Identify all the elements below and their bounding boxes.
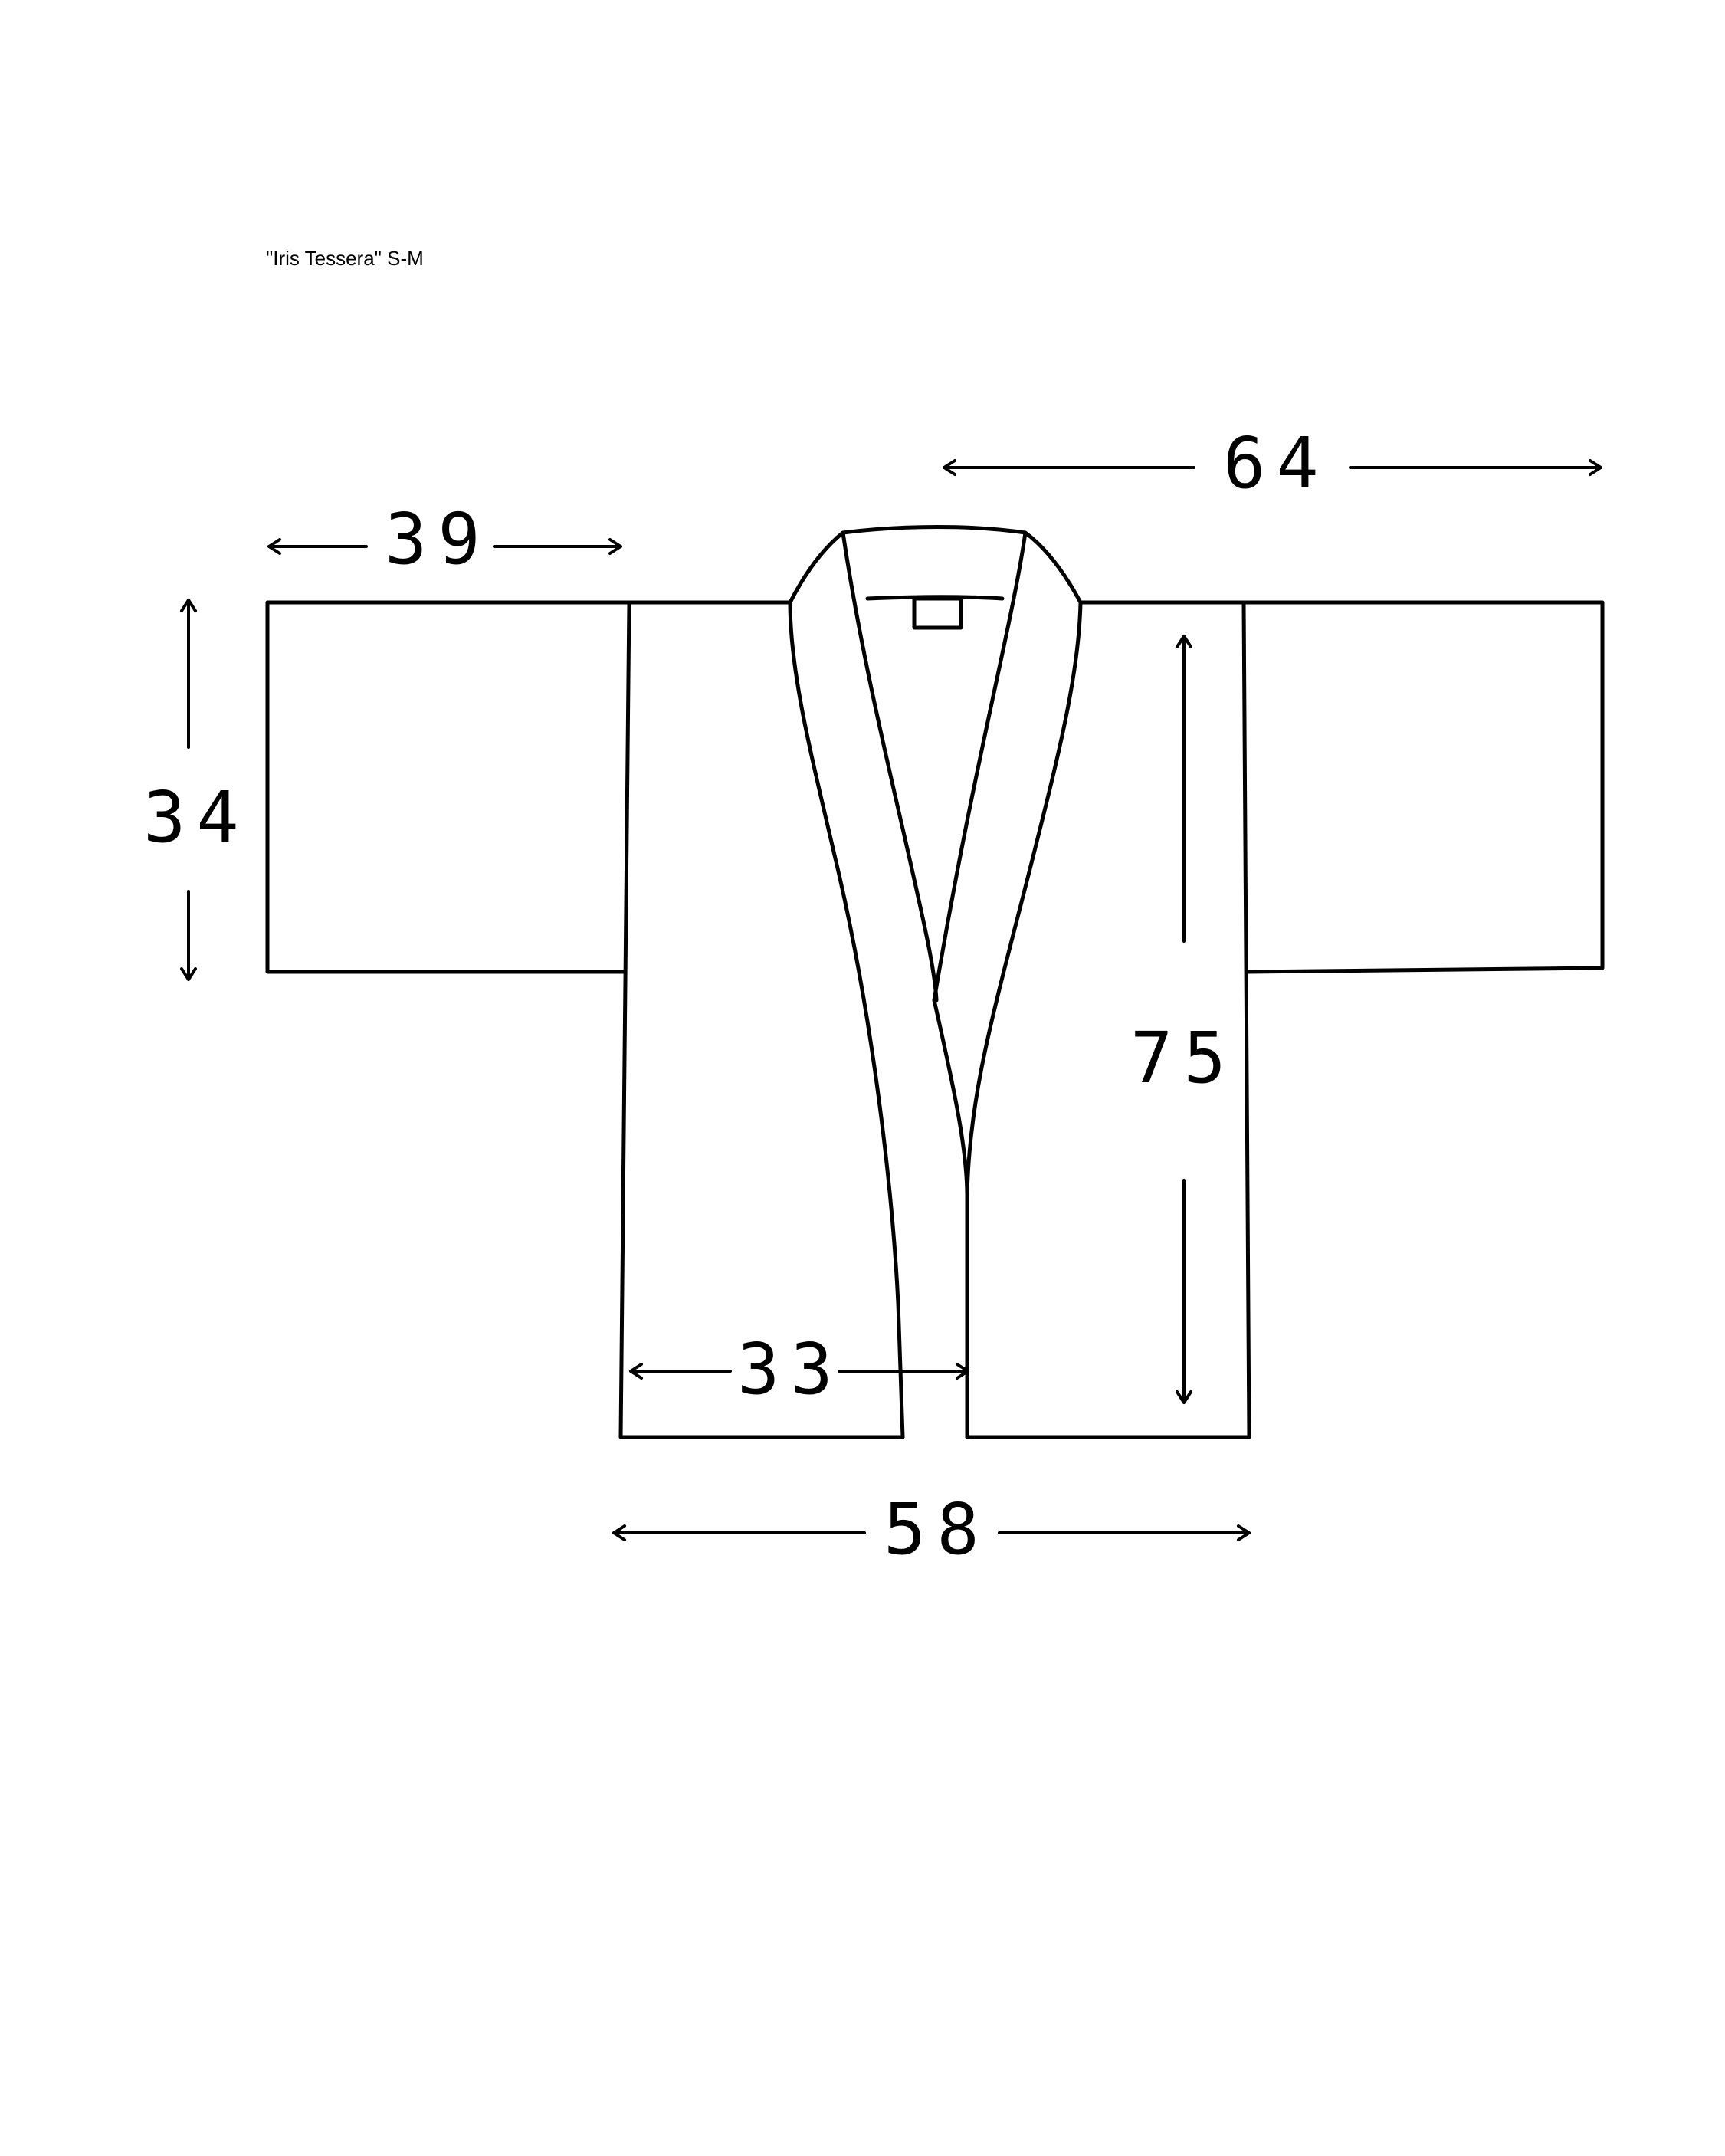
collar-band-right bbox=[932, 530, 1028, 1003]
front-overlap bbox=[932, 998, 969, 1198]
diagram-title: "Iris Tessera" S-M bbox=[266, 247, 424, 270]
collar-band-left-inner bbox=[841, 530, 939, 1003]
arrow-line bbox=[943, 459, 1195, 476]
dimension-front-panel-width: 33 bbox=[629, 1328, 969, 1410]
arrow-line bbox=[180, 890, 197, 981]
dimension-body-width: 58 bbox=[612, 1488, 1251, 1570]
measurement-body-width: 58 bbox=[884, 1488, 990, 1570]
right-sleeve bbox=[1241, 600, 1605, 974]
measurement-sleeve-length: 39 bbox=[385, 498, 491, 580]
measurement-front-panel-width: 33 bbox=[737, 1328, 844, 1410]
body-outline bbox=[618, 600, 1251, 1439]
garment-outline bbox=[265, 525, 1605, 1439]
arrow-line bbox=[1176, 635, 1192, 943]
measurement-top-width: 64 bbox=[1223, 422, 1330, 504]
measurement-sleeve-height: 34 bbox=[143, 776, 250, 858]
collar-outer bbox=[788, 525, 1083, 605]
measurement-body-length: 75 bbox=[1130, 1017, 1237, 1099]
dimension-body-length: 75 bbox=[1130, 635, 1237, 1404]
left-sleeve bbox=[265, 600, 631, 974]
arrow-line bbox=[838, 1363, 969, 1380]
arrow-line bbox=[629, 1363, 732, 1380]
arrow-line bbox=[267, 538, 368, 555]
neck-label bbox=[912, 596, 963, 630]
dimension-sleeve-length: 39 bbox=[267, 498, 622, 580]
dimension-top-width: 64 bbox=[943, 422, 1602, 504]
dimension-sleeve-height: 34 bbox=[143, 599, 250, 981]
collar-band-right-outer bbox=[965, 600, 1083, 1439]
arrow-line bbox=[1176, 1179, 1192, 1404]
arrow-line bbox=[493, 538, 622, 555]
arrow-line bbox=[180, 599, 197, 749]
arrow-line bbox=[998, 1524, 1251, 1541]
arrow-line bbox=[1349, 459, 1602, 476]
arrow-line bbox=[612, 1524, 866, 1541]
collar-band-left bbox=[788, 600, 905, 1439]
